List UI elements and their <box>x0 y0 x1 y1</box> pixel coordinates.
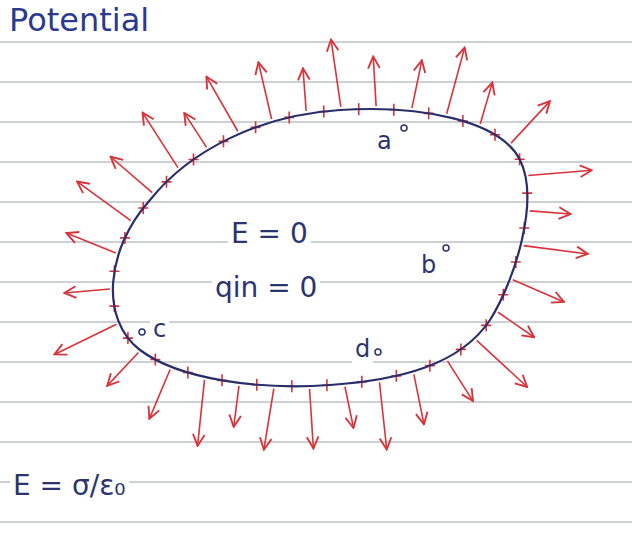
field-lines <box>54 39 591 449</box>
field-arrow <box>77 182 131 221</box>
point-dot <box>139 329 145 335</box>
field-arrow <box>258 62 271 119</box>
ruled-line <box>0 122 632 123</box>
field-arrow <box>331 39 341 107</box>
field-arrow <box>524 246 588 254</box>
field-arrow <box>310 389 314 448</box>
field-arrow <box>54 324 116 354</box>
ruled-lines <box>0 42 632 522</box>
ruled-line <box>0 202 632 203</box>
field-formula: E = σ/ε₀ <box>10 470 129 502</box>
field-arrow <box>498 312 534 337</box>
ruled-line <box>0 242 632 243</box>
field-arrow <box>303 68 306 111</box>
field-arrow <box>198 380 205 446</box>
field-arrow <box>111 157 153 193</box>
field-arrow <box>480 83 492 124</box>
field-arrow <box>477 340 528 387</box>
ruled-line <box>0 522 632 523</box>
point-dot <box>375 349 381 355</box>
field-arrow <box>107 353 138 386</box>
point-dot <box>401 125 407 131</box>
field-arrow <box>530 211 571 214</box>
field-arrow <box>234 386 239 427</box>
ruled-line <box>0 162 632 163</box>
field-arrow <box>143 113 178 168</box>
field-arrow <box>412 60 422 108</box>
field-arrow <box>184 113 206 148</box>
field-arrow <box>379 382 386 449</box>
field-arrow <box>447 48 465 114</box>
field-arrow <box>414 374 424 424</box>
ruled-line <box>0 402 632 403</box>
title-text: Potential <box>6 2 152 39</box>
field-arrow <box>149 370 170 419</box>
field-arrow <box>447 361 473 401</box>
reference-outline <box>13 9 427 286</box>
field-arrow <box>264 389 274 450</box>
point-label: c <box>150 316 169 344</box>
ruled-line <box>0 322 632 323</box>
field-arrow <box>206 77 237 132</box>
surface-charges <box>109 103 532 392</box>
ruled-line <box>0 82 632 83</box>
field-arrow <box>66 233 115 253</box>
ruled-line <box>0 42 632 43</box>
field-arrow <box>345 387 353 428</box>
point-dot <box>443 245 449 251</box>
field-arrow <box>528 170 592 175</box>
field-arrow <box>373 57 376 107</box>
conductor-outline <box>113 109 527 386</box>
ruled-line <box>0 442 632 443</box>
field-arrow <box>64 289 110 293</box>
field-arrow <box>511 101 550 143</box>
point-label: d <box>352 336 373 364</box>
conductor-region: E = 0 qin = 0 <box>100 100 540 400</box>
ruled-line <box>0 362 632 363</box>
field-statement: E = 0 <box>228 218 311 250</box>
point-label: a <box>374 128 395 156</box>
field-arrow <box>513 280 564 302</box>
point-label: b <box>418 252 439 280</box>
conductor-outline-svg <box>100 100 540 400</box>
point-markers <box>139 125 449 355</box>
field-statement: qin = 0 <box>212 272 320 304</box>
